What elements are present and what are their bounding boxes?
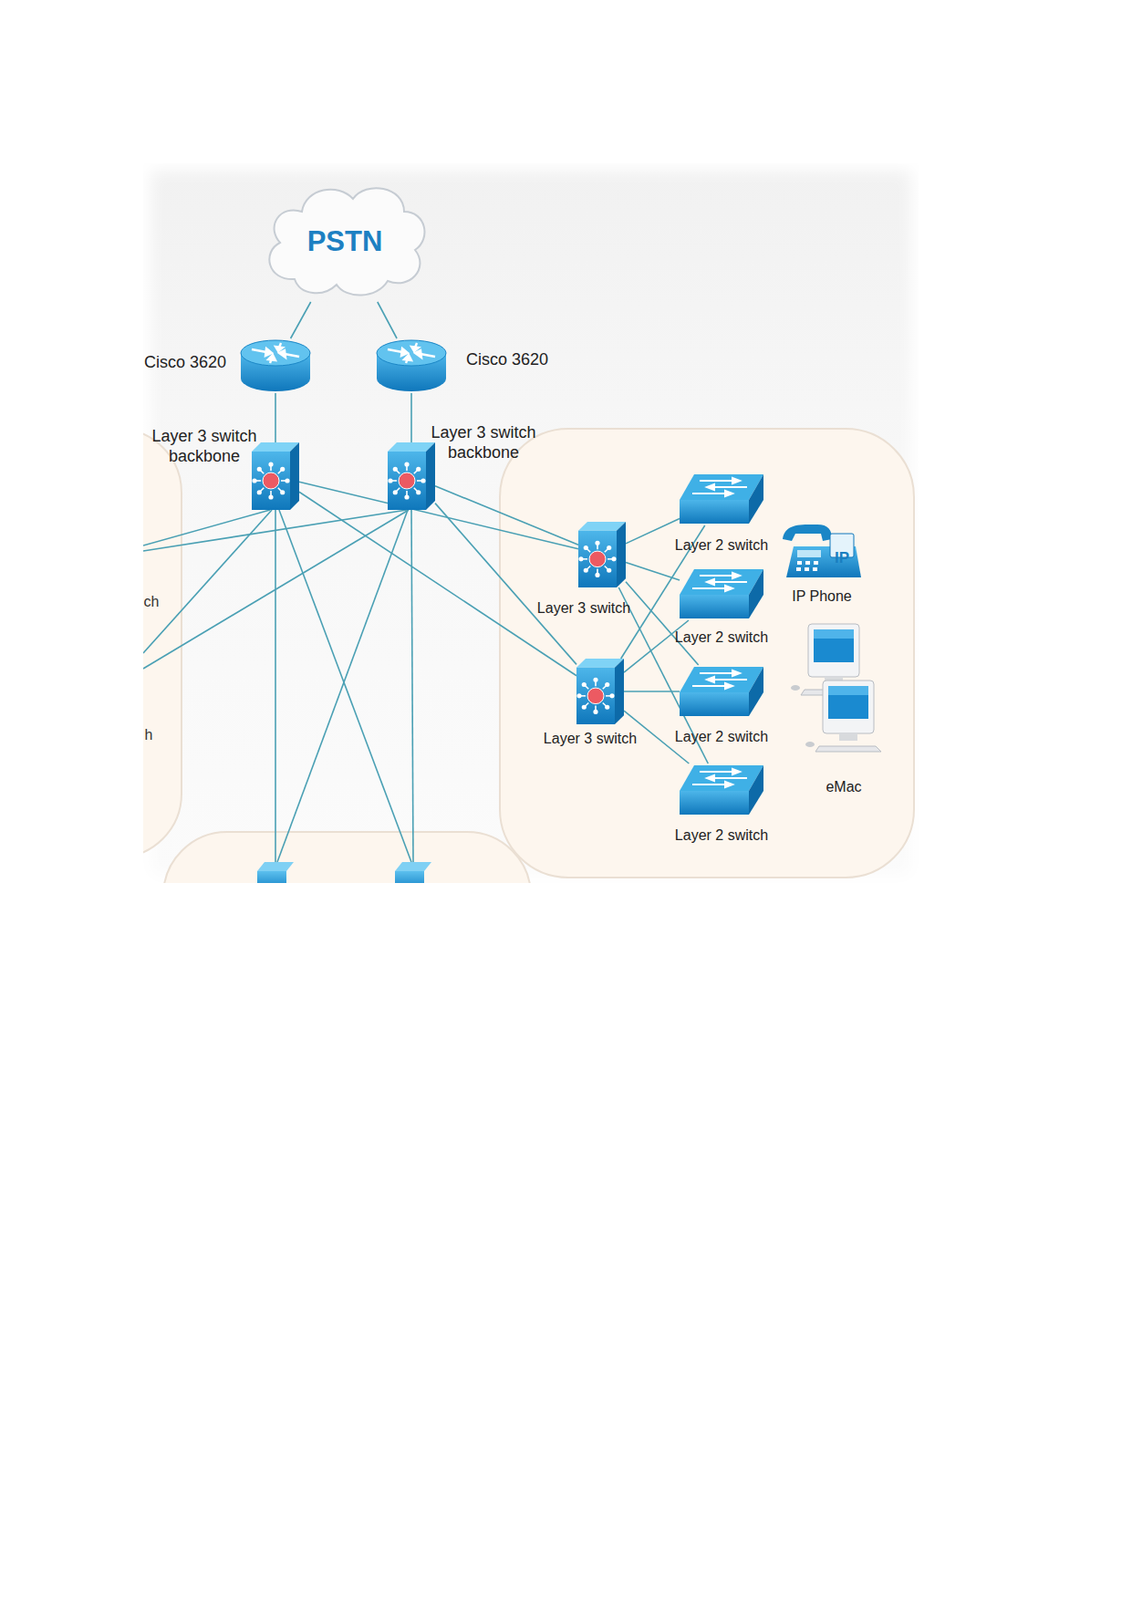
node-label: eMac xyxy=(825,778,862,796)
layer2-switch: Layer 2 switch xyxy=(679,664,764,718)
backbone-switch: Layer 3 switch backbone xyxy=(251,442,300,510)
ip-phone-icon xyxy=(780,522,863,583)
layer2-switch-icon xyxy=(679,664,764,718)
connector-line xyxy=(274,393,277,443)
node-label: Layer 2 switch xyxy=(675,628,769,646)
node-label: Layer 2 switch xyxy=(675,727,769,746)
left-region xyxy=(143,428,182,858)
connector-line xyxy=(410,393,413,443)
connector-line xyxy=(435,486,579,546)
layer2-switch-icon xyxy=(679,763,764,817)
connector-line xyxy=(625,518,680,543)
pstn-cloud: PSTN xyxy=(258,178,432,302)
layer2-switch-icon xyxy=(679,472,764,526)
connector-line xyxy=(299,491,577,676)
node-label: Cisco 3620 xyxy=(144,353,227,374)
layer2-switch: Layer 2 switch xyxy=(679,763,764,817)
router-icon xyxy=(374,338,448,394)
ip-phone: IP Phone xyxy=(780,522,863,583)
node-label: Layer 3 switch xyxy=(543,729,637,748)
layer3-switch: Layer 3 switch xyxy=(576,658,624,725)
layer2-switch-icon xyxy=(679,567,764,621)
node-label: Layer 3 switch backbone xyxy=(419,423,548,463)
node-label: Layer 3 switch xyxy=(537,599,631,617)
connector-line xyxy=(435,503,577,665)
emac-computers xyxy=(793,620,885,758)
connector-line xyxy=(299,481,579,550)
connector-line xyxy=(623,690,680,693)
router: Cisco 3620 xyxy=(238,338,312,394)
cut-label: ch xyxy=(144,593,160,611)
layer2-switch: Layer 2 switch xyxy=(679,567,764,621)
cut-label: h xyxy=(145,726,154,744)
partial-switch xyxy=(257,861,432,883)
bottom-region xyxy=(163,831,531,883)
layer2-switch: Layer 2 switch xyxy=(679,472,764,526)
phone-badge: IP xyxy=(834,549,850,568)
layer3-switch-icon xyxy=(251,442,300,510)
layer3-switch-icon xyxy=(576,658,624,725)
layer3-switch-icon xyxy=(578,521,626,588)
node-label: Layer 2 switch xyxy=(675,826,769,844)
trunk-lines xyxy=(143,509,414,862)
node-label: PSTN xyxy=(307,224,384,259)
layer3-switch-icon xyxy=(387,442,436,510)
node-label: IP Phone xyxy=(791,587,852,605)
node-label: Cisco 3620 xyxy=(466,350,549,371)
node-label: Layer 3 switch backbone xyxy=(140,426,269,467)
connector-line xyxy=(623,620,689,673)
right-region xyxy=(499,428,914,878)
router-icon xyxy=(238,338,312,394)
node-label: Layer 2 switch xyxy=(675,536,769,554)
connector-line xyxy=(377,301,397,339)
layer3-switch: Layer 3 switch xyxy=(578,521,626,588)
backbone-switch: Layer 3 switch backbone xyxy=(387,442,436,510)
router: Cisco 3620 xyxy=(374,338,448,394)
connector-line xyxy=(290,301,312,339)
emac: eMac xyxy=(793,620,885,758)
